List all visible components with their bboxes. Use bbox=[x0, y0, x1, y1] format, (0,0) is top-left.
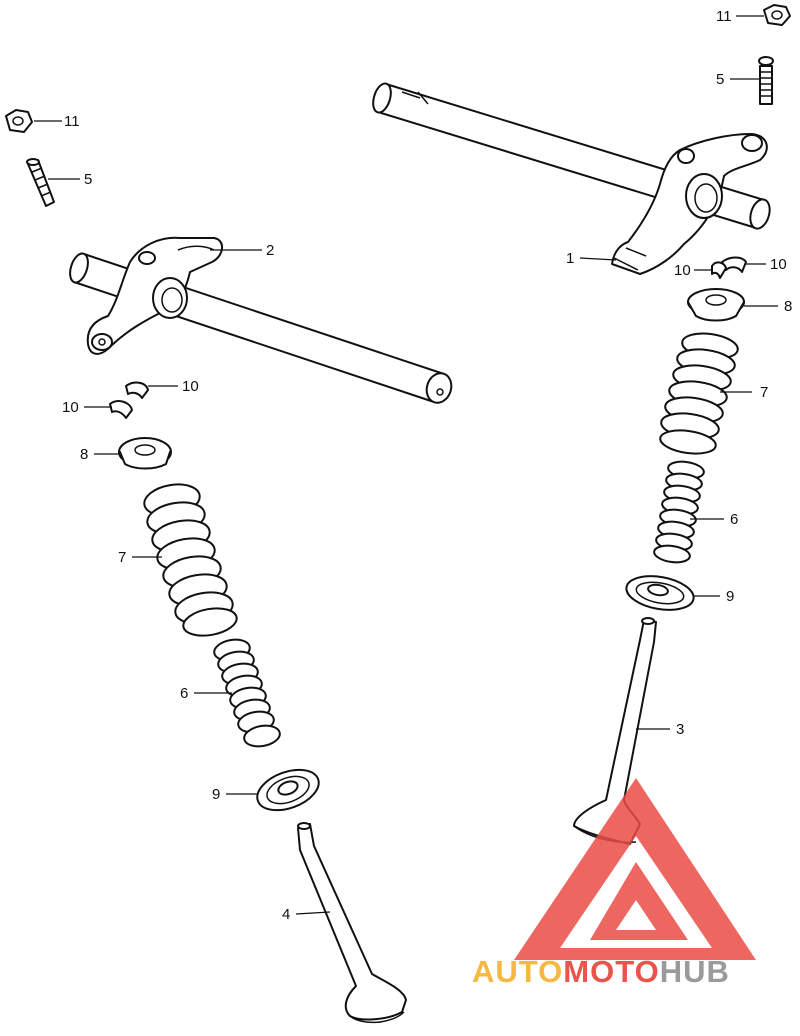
right-rocker-arm bbox=[611, 133, 768, 275]
left-lock-nut bbox=[5, 109, 33, 133]
callout-right-spring-retainer: 8 bbox=[784, 298, 792, 315]
callout-right-cotter-b: 10 bbox=[770, 256, 787, 273]
callout-left-valve: 4 bbox=[282, 906, 290, 923]
callout-right-rocker-arm: 1 bbox=[566, 250, 574, 267]
callout-right-adjuster-screw: 5 bbox=[716, 71, 724, 88]
leader-lines bbox=[34, 15, 778, 915]
right-lock-nut bbox=[763, 4, 791, 26]
watermark-auto: AUTO bbox=[472, 954, 563, 989]
right-inner-spring bbox=[653, 460, 705, 564]
callout-right-outer-spring: 7 bbox=[760, 384, 768, 401]
right-spring-seat bbox=[625, 575, 695, 611]
right-spring-retainer bbox=[687, 288, 745, 322]
callout-right-spring-seat: 9 bbox=[726, 588, 734, 605]
left-valve bbox=[297, 822, 407, 1024]
callout-left-lock-nut: 11 bbox=[64, 113, 80, 130]
callout-left-cotter-a: 10 bbox=[182, 378, 199, 395]
callout-left-adjuster-screw: 5 bbox=[84, 171, 92, 188]
callout-left-cotter-b: 10 bbox=[62, 399, 79, 416]
watermark-hub: HUB bbox=[660, 954, 730, 989]
right-adjuster-screw bbox=[758, 56, 774, 105]
right-cotters bbox=[711, 256, 747, 279]
callout-labels: 11 5 2 10 10 8 7 6 9 4 1 11 5 10 10 8 7 … bbox=[62, 8, 792, 923]
callout-left-outer-spring: 7 bbox=[118, 549, 126, 566]
left-spring-retainer bbox=[118, 437, 172, 470]
left-cotters bbox=[109, 381, 149, 419]
left-outer-spring bbox=[143, 483, 238, 637]
callout-right-inner-spring: 6 bbox=[730, 511, 738, 528]
left-adjuster-screw bbox=[26, 158, 55, 207]
left-spring-seat bbox=[256, 768, 320, 812]
watermark-moto: MOTO bbox=[563, 954, 659, 989]
right-outer-spring bbox=[659, 332, 739, 455]
left-rocker-arm bbox=[86, 236, 223, 355]
svg-text:AUTOMOTOHUB: AUTOMOTOHUB bbox=[472, 954, 730, 989]
watermark: AUTOMOTOHUB bbox=[472, 778, 756, 989]
callout-right-cotter-a: 10 bbox=[674, 262, 691, 279]
callout-left-rocker-arm: 2 bbox=[266, 242, 274, 259]
callout-left-spring-seat: 9 bbox=[212, 786, 220, 803]
callout-left-inner-spring: 6 bbox=[180, 685, 188, 702]
callout-right-lock-nut: 11 bbox=[716, 8, 732, 25]
callout-left-spring-retainer: 8 bbox=[80, 446, 88, 463]
left-inner-spring bbox=[213, 638, 281, 748]
callout-right-valve: 3 bbox=[676, 721, 684, 738]
watermark-logo-icon bbox=[514, 778, 756, 960]
